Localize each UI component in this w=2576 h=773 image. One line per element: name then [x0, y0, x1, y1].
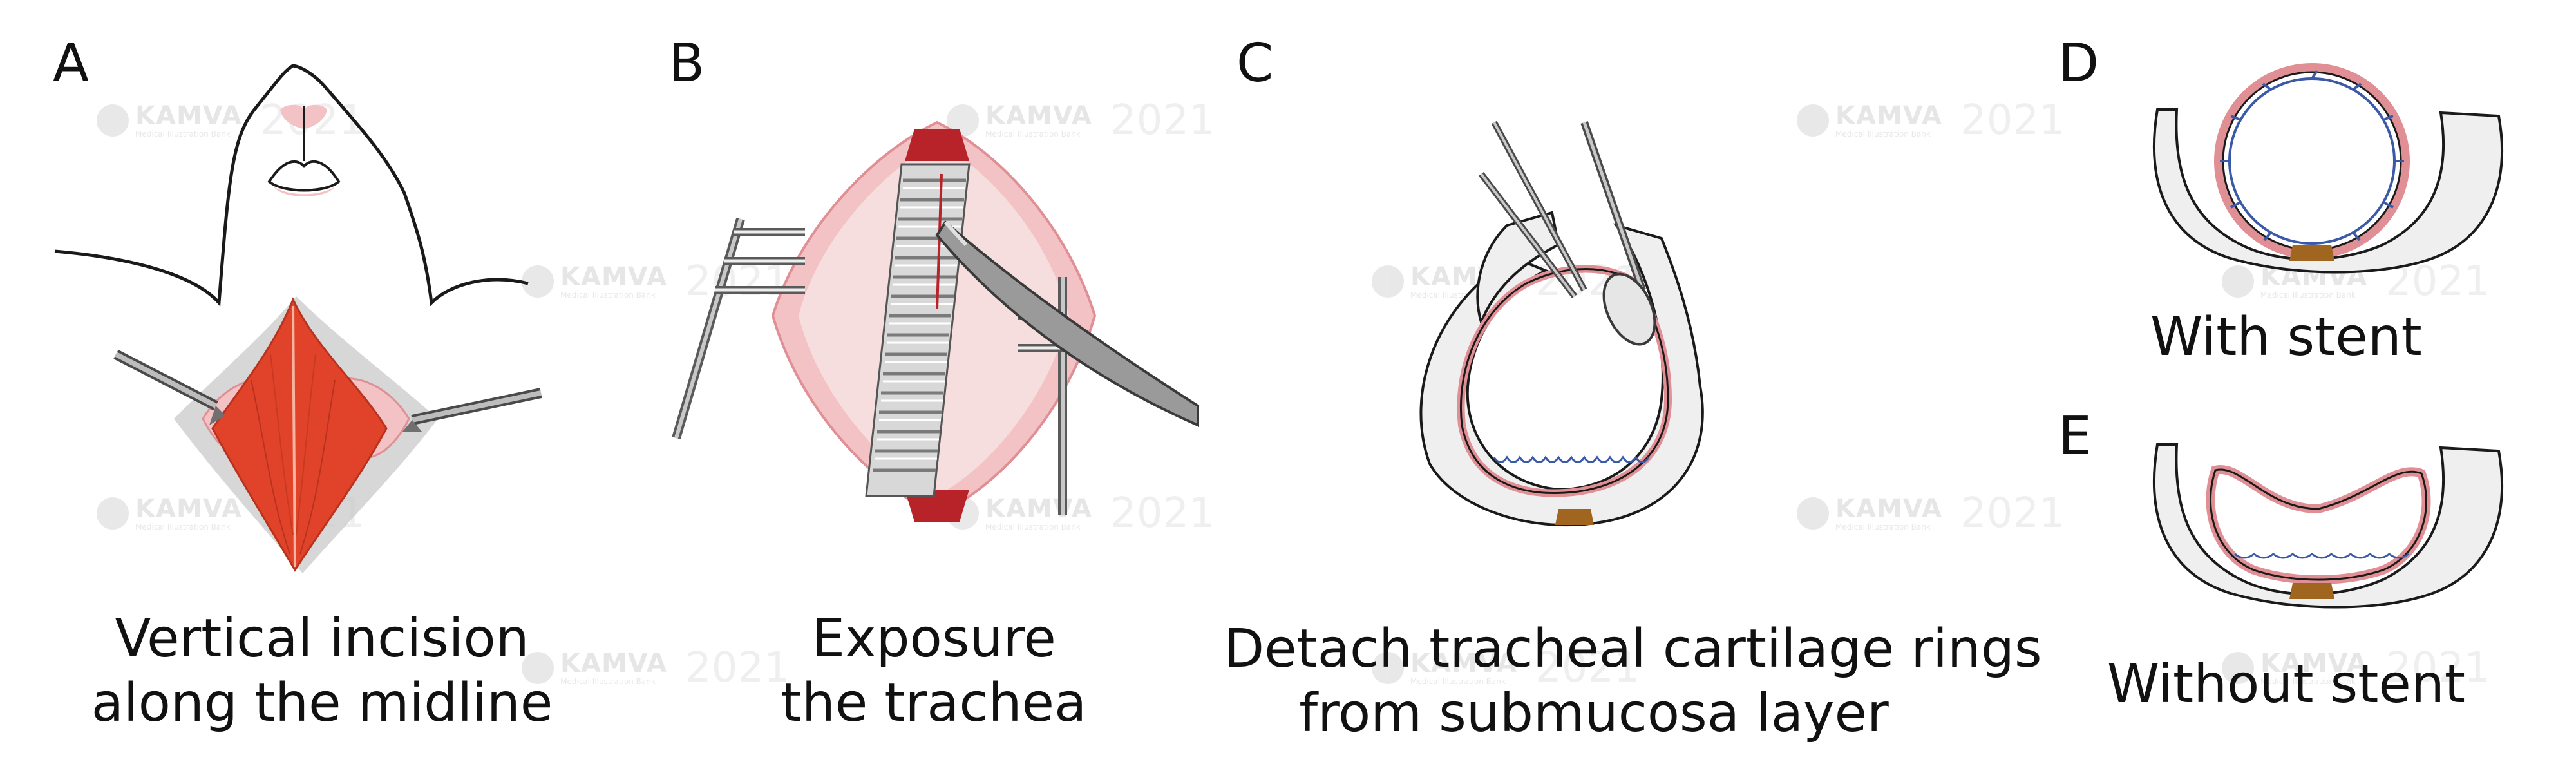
- upper-wound-apex: [905, 129, 969, 161]
- caption-b-line-1: Exposure: [811, 608, 1056, 669]
- mouth-outline: [267, 160, 341, 192]
- mucosa-outline-e: [2210, 468, 2427, 581]
- cartilage-flap: [1476, 211, 1560, 327]
- panel-letter-e: E: [2058, 406, 2092, 467]
- caption-a-line-2: along the midline: [91, 673, 553, 734]
- muscle-fiber: [251, 379, 290, 555]
- tracheal-incision-line: [936, 173, 943, 310]
- caption-d-line-1: With stent: [2150, 307, 2422, 368]
- muscle-fiber: [299, 379, 336, 555]
- midline-incision-illustration: [113, 296, 542, 573]
- mucosa-outline-d: [2222, 71, 2402, 251]
- caption-b: Exposure the trachea: [644, 607, 1224, 736]
- lip-shading: [274, 187, 335, 196]
- forceps-icon: [1479, 120, 1587, 299]
- panel-d: D With stent: [2022, 0, 2550, 368]
- left-retractor-icon: [672, 218, 805, 439]
- stent-ring: [2228, 77, 2396, 245]
- caption-e: Without stent: [2022, 653, 2550, 717]
- posterior-membrane-d: [2289, 245, 2334, 261]
- scalpel-icon: [935, 220, 1199, 428]
- panel-b: B: [644, 0, 1224, 773]
- trachea-exposure-illustration: [672, 120, 1199, 522]
- lower-wound-apex: [905, 490, 969, 522]
- collapsed-trachea-illustration: [2152, 443, 2504, 609]
- midline-incision: [292, 305, 296, 568]
- mucosal-folds: [1493, 455, 1650, 463]
- panel-letter-a: A: [53, 33, 90, 94]
- muscle-fiber: [296, 354, 316, 535]
- trachea: [865, 163, 971, 497]
- caption-c-line-1: Detach tracheal cartilage rings: [1224, 618, 2042, 680]
- right-retractor-icon: [402, 388, 542, 432]
- mucosal-folds-e: [2234, 553, 2409, 559]
- cartilage-ring-d: [2152, 108, 2504, 274]
- posterior-membrane-e: [2289, 583, 2334, 599]
- panel-letter-b: B: [668, 33, 705, 94]
- elevator-icon: [1580, 121, 1656, 346]
- panel-e: E Without stent: [2022, 374, 2550, 773]
- stented-trachea-illustration: [2152, 63, 2504, 274]
- elevator-spoon: [1602, 272, 1656, 346]
- caption-d: With stent: [2022, 305, 2550, 370]
- panel-letter-c: C: [1236, 33, 1274, 94]
- cartilage-ring-e: [2152, 443, 2504, 609]
- submucosa-ring-d: [2214, 63, 2410, 259]
- neck-contour: [54, 64, 529, 307]
- caption-a-line-1: Vertical incision: [115, 608, 529, 669]
- left-retractor-icon: [113, 349, 225, 425]
- stent-struts-icon: [2220, 70, 2404, 242]
- caption-b-line-2: the trachea: [781, 673, 1087, 734]
- caption-a: Vertical incision along the midline: [64, 607, 580, 736]
- muscle-fiber: [270, 354, 294, 535]
- posterior-membrane: [1555, 509, 1594, 525]
- neck-outline-illustration: [54, 64, 529, 307]
- caption-e-line-1: Without stent: [2107, 654, 2465, 715]
- caption-c-line-2: from submucosa layer: [1299, 683, 1889, 745]
- panel-c: C Detach tracheal cartilage rings from s…: [1224, 0, 2042, 773]
- panel-letter-d: D: [2058, 33, 2099, 94]
- panel-a: A Vertical incision along the midline: [0, 0, 644, 773]
- caption-c: Detach tracheal cartilage rings from sub…: [1224, 617, 2042, 746]
- cartilage-detachment-illustration: [1419, 120, 1704, 527]
- strap-muscle: [211, 297, 388, 572]
